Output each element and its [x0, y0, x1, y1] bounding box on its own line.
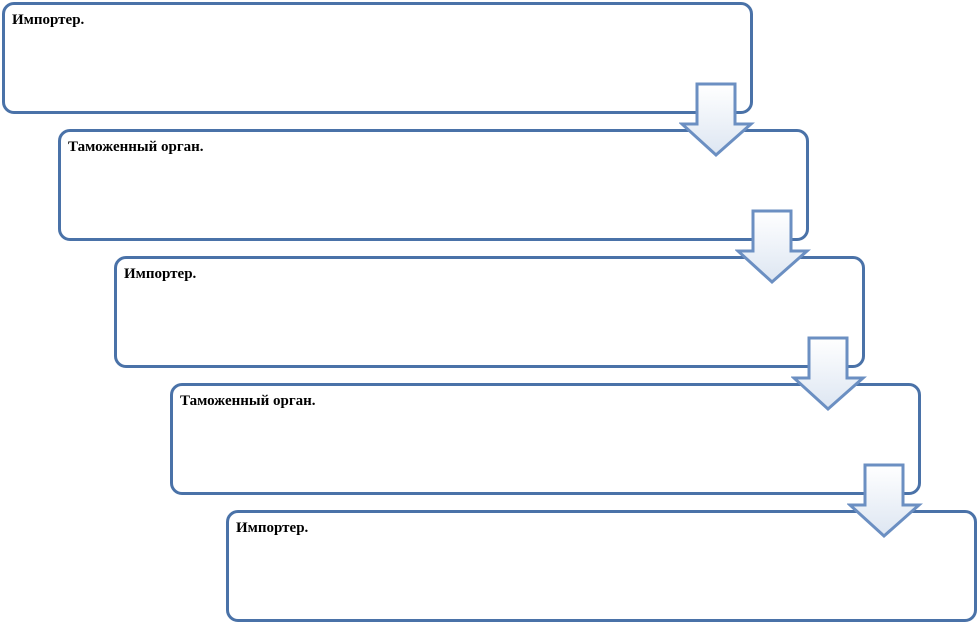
- down-arrow-icon: [847, 463, 923, 539]
- step-label-3: Импортер.: [124, 266, 197, 282]
- step-box-2: Таможенный орган.: [58, 129, 809, 241]
- step-box-3: Импортер.: [114, 256, 865, 368]
- down-arrow-icon: [791, 336, 867, 412]
- step-box-4: Таможенный орган.: [170, 383, 921, 495]
- down-arrow-icon: [735, 209, 811, 285]
- step-box-5: Импортер.: [226, 510, 977, 622]
- step-label-1: Импортер.: [12, 12, 85, 28]
- step-label-4: Таможенный орган.: [180, 393, 316, 409]
- step-label-2: Таможенный орган.: [68, 139, 204, 155]
- step-label-5: Импортер.: [236, 520, 309, 536]
- step-box-1: Импортер.: [2, 2, 753, 114]
- down-arrow-icon: [679, 82, 755, 158]
